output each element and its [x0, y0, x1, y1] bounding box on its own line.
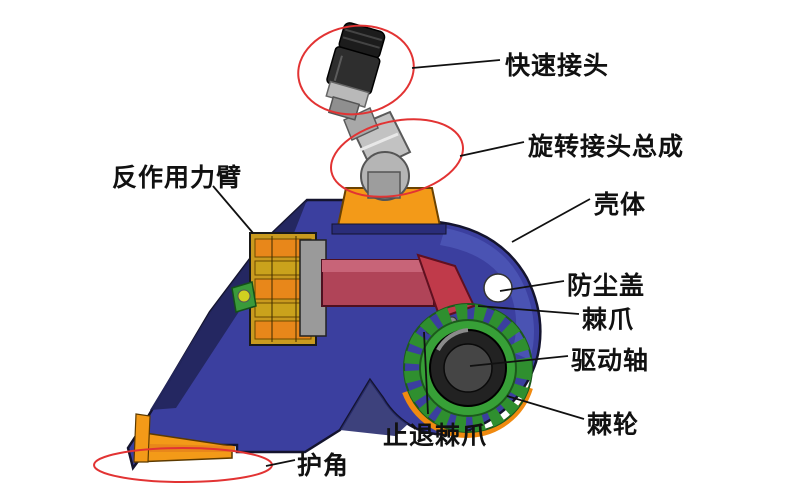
leader-ratchet	[506, 395, 585, 420]
label-ratchet-wheel: 棘轮	[587, 411, 640, 439]
label-anti-return-pawl: 止退棘爪	[383, 422, 488, 450]
label-housing: 壳体	[594, 191, 647, 219]
ratchet-drive-art	[402, 273, 533, 438]
leader-corner-guard	[265, 459, 296, 467]
dust-cover-art	[483, 273, 513, 303]
swivel-joint-art	[343, 106, 412, 201]
leader-quick-coupler	[411, 59, 501, 69]
label-drive-shaft: 驱动轴	[571, 347, 650, 375]
leader-reaction-arm	[212, 185, 254, 234]
callout-quick-coupler	[297, 24, 415, 116]
label-reaction-arm: 反作用力臂	[112, 164, 243, 192]
label-dust-cover: 防尘盖	[567, 272, 646, 300]
leader-pawl	[477, 305, 580, 315]
leader-anti-return-pawl	[423, 331, 429, 415]
leader-housing	[511, 198, 591, 243]
leader-drive-shaft	[469, 355, 569, 367]
label-corner-guard: 护角	[297, 452, 350, 480]
quick-coupler-art	[325, 22, 386, 121]
piston-rod-art	[299, 239, 476, 337]
label-pawl: 棘爪	[582, 306, 635, 334]
callout-swivel	[330, 118, 464, 198]
drive-pawl-art	[416, 253, 476, 320]
leader-lines	[212, 59, 591, 467]
label-quick-coupler: 快速接头	[505, 52, 610, 80]
leader-swivel	[459, 141, 525, 157]
label-swivel-assembly: 旋转接头总成	[528, 133, 685, 161]
leader-dust-cover	[499, 280, 565, 292]
